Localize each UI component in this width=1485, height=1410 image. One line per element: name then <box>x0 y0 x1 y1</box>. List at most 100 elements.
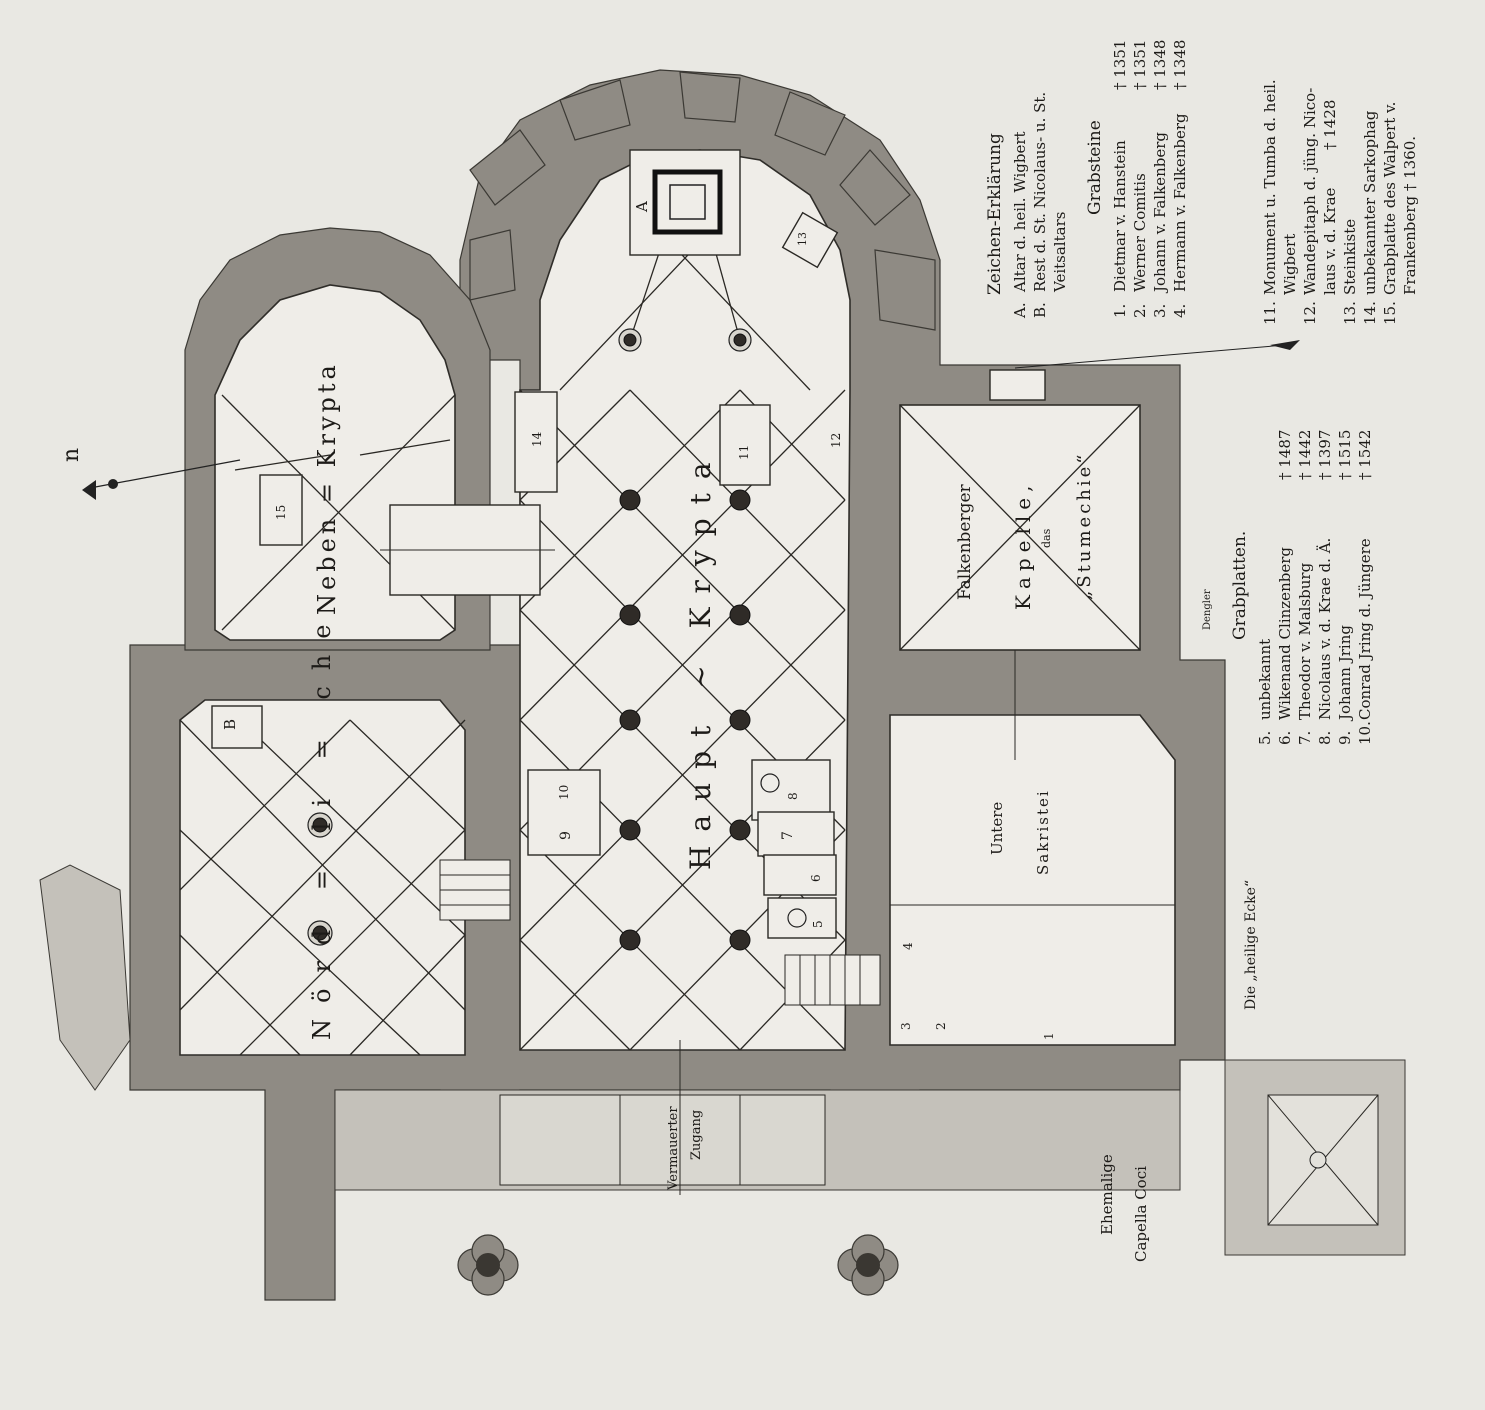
marker-15: 15 <box>274 505 288 520</box>
svg-text:3.: 3. <box>1151 304 1169 318</box>
orientation-line <box>1014 340 1300 369</box>
svg-text:unbekannt: unbekannt <box>1256 639 1274 720</box>
label-kapelle: Kapelle, <box>1011 480 1035 611</box>
svg-text:Steinkiste: Steinkiste <box>1341 219 1359 295</box>
svg-text:Johann Jring: Johann Jring <box>1336 625 1354 722</box>
marker-a: A <box>633 201 651 213</box>
north-arrow-icon: n <box>59 448 241 500</box>
slab-14 <box>514 391 558 493</box>
slab-6 <box>763 854 837 896</box>
svg-text:Grabplatte des Walpert v.: Grabplatte des Walpert v. <box>1381 102 1399 295</box>
stair-north <box>439 859 511 921</box>
svg-text:4.: 4. <box>1171 304 1189 318</box>
svg-text:A.: A. <box>1011 302 1029 319</box>
svg-text:Veitsaltars: Veitsaltars <box>1051 212 1069 293</box>
svg-text:Wikenand Clinzenberg: Wikenand Clinzenberg <box>1276 547 1294 720</box>
label-capella-coci: Capella Coci <box>1132 1166 1150 1262</box>
number-markers: B 1 2 3 4 5 6 7 8 9 10 11 12 13 14 15 <box>221 232 1056 1040</box>
svg-text:Johann v. Falkenberg: Johann v. Falkenberg <box>1151 132 1169 294</box>
svg-text:† 1487: † 1487 <box>1276 430 1294 480</box>
svg-text:† 1442: † 1442 <box>1296 430 1314 480</box>
label-das: das <box>1040 528 1053 548</box>
svg-text:n: n <box>59 448 84 462</box>
label-falkenberger: Falkenberger <box>955 483 975 600</box>
svg-text:† 1348: † 1348 <box>1151 40 1169 90</box>
falkenberg-chapel-ribs <box>899 404 1141 651</box>
label-zugang: Zugang <box>689 1110 704 1160</box>
north-crypt-vault-ribs <box>179 719 466 1056</box>
altar-b <box>211 705 263 749</box>
marker-9: 9 <box>558 831 574 840</box>
main-crypt-pillars <box>618 328 752 951</box>
svg-text:11.: 11. <box>1261 301 1279 325</box>
svg-text:† 1515: † 1515 <box>1336 430 1354 480</box>
svg-text:B.: B. <box>1031 302 1049 318</box>
svg-text:† 1397: † 1397 <box>1316 430 1334 480</box>
label-noerdliche: Nörd = li = che <box>308 609 336 1040</box>
label-haupt-krypta: Haupt ~ Krypta <box>684 448 717 870</box>
altar-a: A <box>629 149 741 256</box>
room-labels: Haupt ~ Krypta Neben = Krypta Nörd = li … <box>308 361 1259 1262</box>
svg-text:Theodor v. Malsburg: Theodor v. Malsburg <box>1296 562 1314 720</box>
marker-13: 13 <box>796 232 809 246</box>
marker-b: B <box>221 719 239 730</box>
svg-text:† 1348: † 1348 <box>1171 40 1189 90</box>
svg-text:Wandepitaph d. jüng. Nico-: Wandepitaph d. jüng. Nico- <box>1301 88 1319 295</box>
svg-text:14.: 14. <box>1361 301 1379 325</box>
svg-text:Dietmar v. Hanstein: Dietmar v. Hanstein <box>1111 140 1129 292</box>
falkenberg-niche <box>989 369 1046 401</box>
marker-12: 12 <box>829 433 843 448</box>
quatrefoil-piers <box>457 1234 899 1296</box>
label-vermauerter: Vermauerter <box>666 1106 681 1191</box>
slab-5 <box>767 897 837 939</box>
svg-text:8.: 8. <box>1316 731 1334 745</box>
svg-text:5.: 5. <box>1256 731 1274 745</box>
svg-text:† 1428: † 1428 <box>1321 100 1339 150</box>
svg-text:Grabsteine: Grabsteine <box>1085 120 1105 215</box>
slab-11 <box>719 404 771 486</box>
svg-text:15.: 15. <box>1381 301 1399 325</box>
svg-text:7.: 7. <box>1296 731 1314 745</box>
north-crypt-pillars <box>307 812 333 946</box>
slab-13 <box>781 211 839 269</box>
marker-5: 5 <box>811 920 825 928</box>
svg-text:1.: 1. <box>1111 304 1129 318</box>
legend: Zeichen-Erklärung A. Altar d. heil. Wigb… <box>985 40 1419 745</box>
marker-4: 4 <box>901 942 915 950</box>
svg-text:Conrad Jring d. Jüngere: Conrad Jring d. Jüngere <box>1356 538 1374 720</box>
svg-text:12.: 12. <box>1301 301 1319 325</box>
slab-15 <box>259 474 303 546</box>
marker-10: 10 <box>557 785 571 800</box>
svg-text:unbekannter Sarkophag: unbekannter Sarkophag <box>1361 110 1379 295</box>
label-heilige-ecke: Die „heilige Ecke“ <box>1243 880 1259 1010</box>
svg-text:13.: 13. <box>1341 301 1359 325</box>
signature: Dengler <box>1202 589 1213 630</box>
svg-text:10.: 10. <box>1356 721 1374 745</box>
svg-text:Nicolaus v. d. Krae d. Ä.: Nicolaus v. d. Krae d. Ä. <box>1316 538 1334 720</box>
legend-title: Zeichen-Erklärung <box>985 133 1005 295</box>
svg-text:† 1351: † 1351 <box>1111 40 1129 90</box>
svg-text:Monument u. Tumba d. heil.: Monument u. Tumba d. heil. <box>1261 79 1279 295</box>
slab-7 <box>757 811 835 857</box>
lower-sacristy-floor <box>889 714 1176 1046</box>
svg-text:Altar d. heil. Wigbert: Altar d. heil. Wigbert <box>1011 131 1029 293</box>
lower-annex <box>499 1040 826 1195</box>
svg-text:Werner Comitis: Werner Comitis <box>1131 173 1149 292</box>
label-neben-krypta: Neben = Krypta <box>313 361 341 615</box>
svg-text:Hermann v. Falkenberg: Hermann v. Falkenberg <box>1171 113 1189 292</box>
svg-text:laus v. d. Krae: laus v. d. Krae <box>1321 187 1339 295</box>
marker-6: 6 <box>809 874 823 882</box>
label-untere: Untere <box>988 802 1006 855</box>
svg-text:Frankenberg † 1360.: Frankenberg † 1360. <box>1401 136 1419 295</box>
svg-text:† 1351: † 1351 <box>1131 40 1149 90</box>
marker-8: 8 <box>786 792 800 800</box>
marker-3: 3 <box>899 1022 913 1030</box>
corner-chapel-vault <box>1267 1094 1379 1226</box>
marker-11: 11 <box>737 445 751 460</box>
marker-2: 2 <box>934 1022 948 1030</box>
marker-1: 1 <box>1042 1032 1056 1040</box>
marker-7: 7 <box>780 831 796 840</box>
slab-9-10 <box>527 769 601 856</box>
svg-text:Wigbert: Wigbert <box>1281 234 1299 295</box>
